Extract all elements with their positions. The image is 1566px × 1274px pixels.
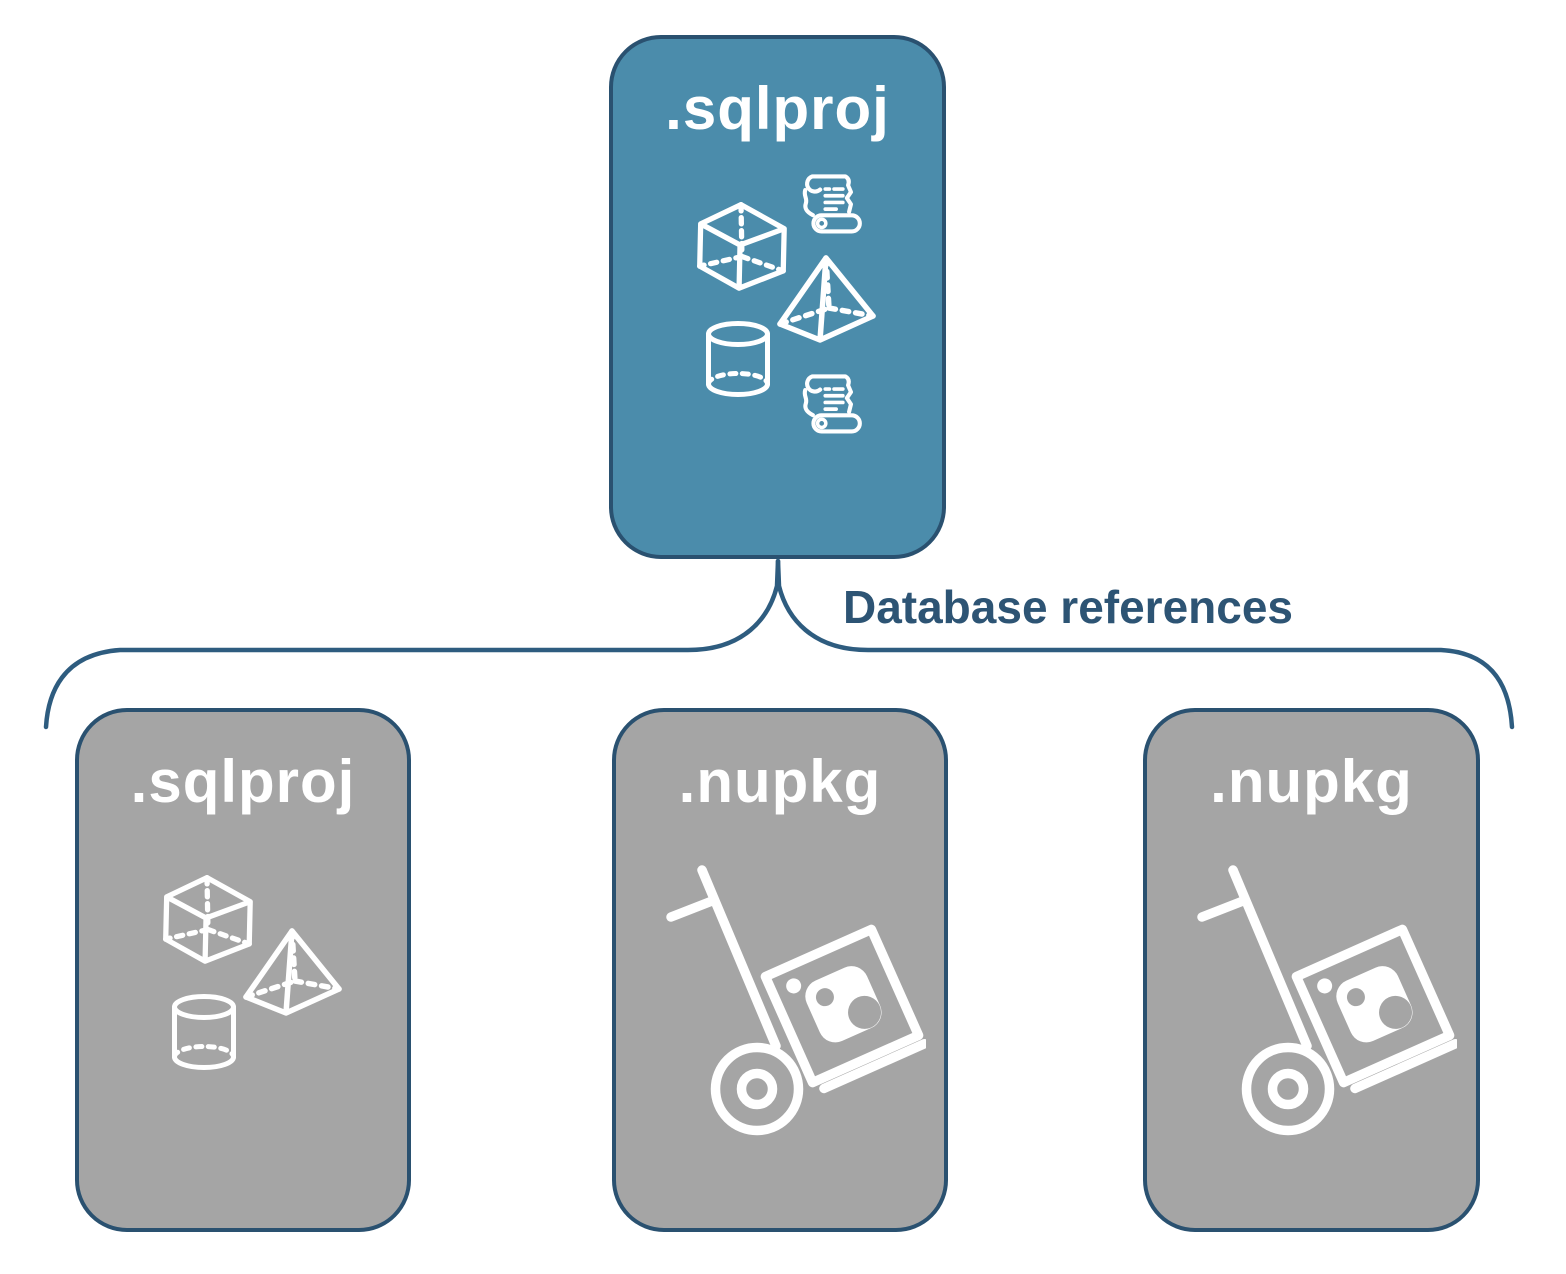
child-node-title: .nupkg [678, 748, 882, 815]
database-references-label: Database references [842, 581, 1294, 633]
scroll-icon [798, 371, 866, 437]
child-node-title: .nupkg [1210, 748, 1413, 815]
pyramid-icon [242, 925, 342, 1017]
root-node-sqlproj: .sqlproj [609, 35, 946, 559]
cube-icon [693, 197, 789, 293]
scroll-icon [798, 171, 866, 237]
child-node-nupkg-2: .nupkg [1143, 708, 1480, 1232]
cylinder-icon [169, 994, 239, 1078]
child-node-title: .sqlproj [130, 748, 356, 815]
package-dolly-icon [1185, 860, 1457, 1157]
child-node-sqlproj: .sqlproj [75, 708, 411, 1232]
cylinder-icon [703, 321, 773, 405]
child-icon-cluster [79, 712, 407, 1228]
package-dolly-icon [654, 860, 926, 1157]
cube-icon [159, 870, 255, 966]
pyramid-icon [776, 252, 876, 344]
child-icon-cluster [1147, 712, 1476, 1228]
child-node-nupkg-1: .nupkg [612, 708, 948, 1232]
root-icon-cluster [613, 39, 942, 555]
child-icon-cluster [616, 712, 944, 1228]
root-node-title: .sqlproj [665, 75, 890, 142]
